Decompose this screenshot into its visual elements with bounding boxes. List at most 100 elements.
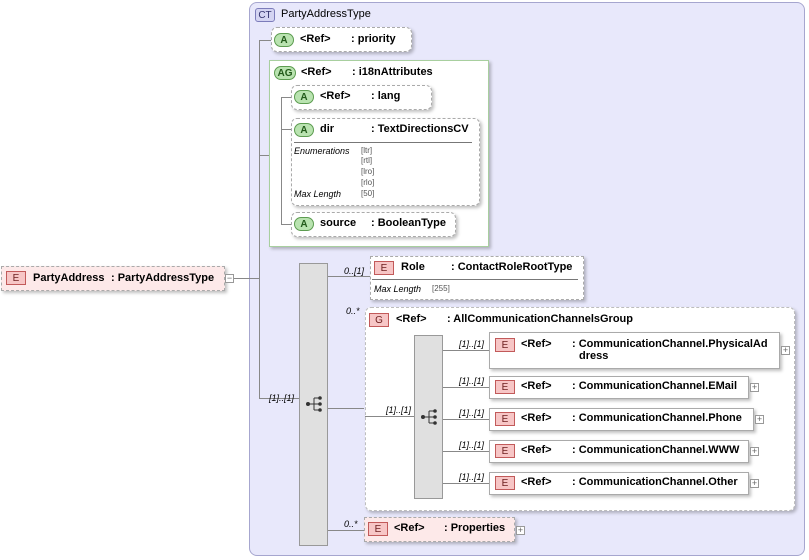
- party-address-element[interactable]: [1, 266, 225, 291]
- enum-value: [lro]: [361, 167, 375, 176]
- max-length-value: [255]: [432, 284, 450, 293]
- connector: [328, 530, 364, 531]
- element-phone[interactable]: [489, 408, 754, 431]
- element-physical-address[interactable]: [489, 332, 780, 369]
- channel-occurrence: [1]..[1]: [459, 339, 485, 349]
- attribute-ref: <Ref>: [320, 90, 351, 102]
- group-badge: G: [369, 313, 389, 327]
- attribute-badge: A: [294, 217, 314, 231]
- connector: [443, 483, 489, 484]
- element-type: : CommunicationChannel.Other: [572, 476, 738, 488]
- complex-type-name: PartyAddressType: [281, 8, 371, 20]
- expand-toggle[interactable]: +: [750, 446, 759, 456]
- connector: [365, 416, 414, 417]
- connector: [328, 276, 370, 277]
- element-badge: E: [495, 476, 515, 490]
- sequence-icon: [421, 409, 437, 425]
- attribute-type: : TextDirectionsCV: [371, 123, 469, 135]
- element-www[interactable]: [489, 440, 749, 463]
- root-element-name: PartyAddress: [33, 272, 105, 284]
- group-occurrence: 0..*: [346, 306, 360, 316]
- expand-toggle[interactable]: +: [750, 382, 759, 392]
- role-occurrence: 0..[1]: [344, 266, 365, 276]
- connector: [443, 350, 489, 351]
- enum-value: [ltr]: [361, 146, 373, 155]
- element-badge: E: [6, 271, 26, 285]
- group-ref: <Ref>: [396, 313, 427, 325]
- channel-occurrence: [1]..[1]: [459, 472, 485, 482]
- element-type-continued: dress: [579, 350, 609, 362]
- element-type: : ContactRoleRootType: [451, 261, 573, 273]
- element-type: : CommunicationChannel.PhysicalAd: [572, 338, 768, 350]
- attr-group-connector: [281, 97, 282, 225]
- element-ref: <Ref>: [394, 522, 425, 534]
- element-type: : CommunicationChannel.EMail: [572, 380, 738, 392]
- connector: [259, 398, 299, 399]
- element-badge: E: [495, 412, 515, 426]
- max-length-label: Max Length: [294, 189, 342, 199]
- channel-occurrence: [1]..[1]: [459, 376, 485, 386]
- attribute-name: dir: [320, 123, 335, 135]
- max-length-label: Max Length: [374, 284, 422, 294]
- element-ref: <Ref>: [521, 338, 552, 350]
- attribute-source[interactable]: [291, 212, 456, 237]
- ct-badge: CT: [255, 8, 275, 22]
- properties-occurrence: 0..*: [344, 519, 358, 529]
- element-badge: E: [495, 380, 515, 394]
- channel-occurrence: [1]..[1]: [459, 408, 485, 418]
- attribute-group-badge: AG: [274, 66, 296, 80]
- connector: [234, 278, 259, 279]
- enumerations-label: Enumerations: [294, 146, 350, 156]
- element-badge: E: [368, 522, 388, 536]
- expand-toggle[interactable]: +: [755, 414, 764, 424]
- group-type: : AllCommunicationChannelsGroup: [447, 313, 633, 325]
- expand-toggle[interactable]: +: [750, 478, 759, 488]
- attribute-name: source: [320, 217, 357, 229]
- element-type: : CommunicationChannel.Phone: [572, 412, 742, 424]
- attribute-ref: <Ref>: [300, 33, 331, 45]
- element-badge: E: [495, 444, 515, 458]
- attribute-lang[interactable]: [291, 85, 432, 110]
- attribute-group-ref: <Ref>: [301, 66, 332, 78]
- sequence-occurrence: [1]..[1]: [269, 393, 295, 403]
- attribute-priority[interactable]: [271, 27, 412, 52]
- element-ref: <Ref>: [521, 476, 552, 488]
- channel-occurrence: [1]..[1]: [459, 440, 485, 450]
- max-length-value: [50]: [361, 189, 375, 198]
- connector: [259, 155, 273, 156]
- element-other[interactable]: [489, 472, 749, 495]
- element-badge: E: [495, 338, 515, 352]
- connector: [328, 408, 364, 409]
- expand-toggle[interactable]: +: [516, 525, 525, 535]
- connector: [443, 451, 489, 452]
- separator: [372, 279, 578, 280]
- element-type: : Properties: [444, 522, 506, 534]
- attribute-group-type: : i18nAttributes: [352, 66, 433, 78]
- separator: [294, 142, 472, 143]
- connector: [443, 419, 489, 420]
- attribute-type: : BooleanType: [371, 217, 446, 229]
- attribute-badge: A: [274, 33, 294, 47]
- element-badge: E: [374, 261, 394, 275]
- attribute-dir[interactable]: [291, 118, 480, 206]
- element-email[interactable]: [489, 376, 749, 399]
- connector: [281, 224, 291, 225]
- connector: [443, 387, 489, 388]
- connector: [281, 129, 291, 130]
- expand-toggle[interactable]: +: [781, 345, 790, 355]
- enum-value: [rtl]: [361, 156, 373, 165]
- collapse-toggle[interactable]: −: [225, 273, 234, 283]
- element-name: Role: [401, 261, 425, 273]
- element-properties[interactable]: [364, 517, 515, 542]
- connector: [259, 40, 271, 41]
- attribute-badge: A: [294, 123, 314, 137]
- attr-connector: [259, 40, 260, 398]
- inner-sequence-occurrence: [1]..[1]: [386, 405, 412, 415]
- connector: [281, 97, 291, 98]
- sequence-icon: [306, 396, 322, 412]
- element-role[interactable]: [370, 256, 584, 300]
- element-type: : CommunicationChannel.WWW: [572, 444, 740, 456]
- attribute-type: : lang: [371, 90, 401, 102]
- enum-value: [rlo]: [361, 178, 375, 187]
- element-ref: <Ref>: [521, 444, 552, 456]
